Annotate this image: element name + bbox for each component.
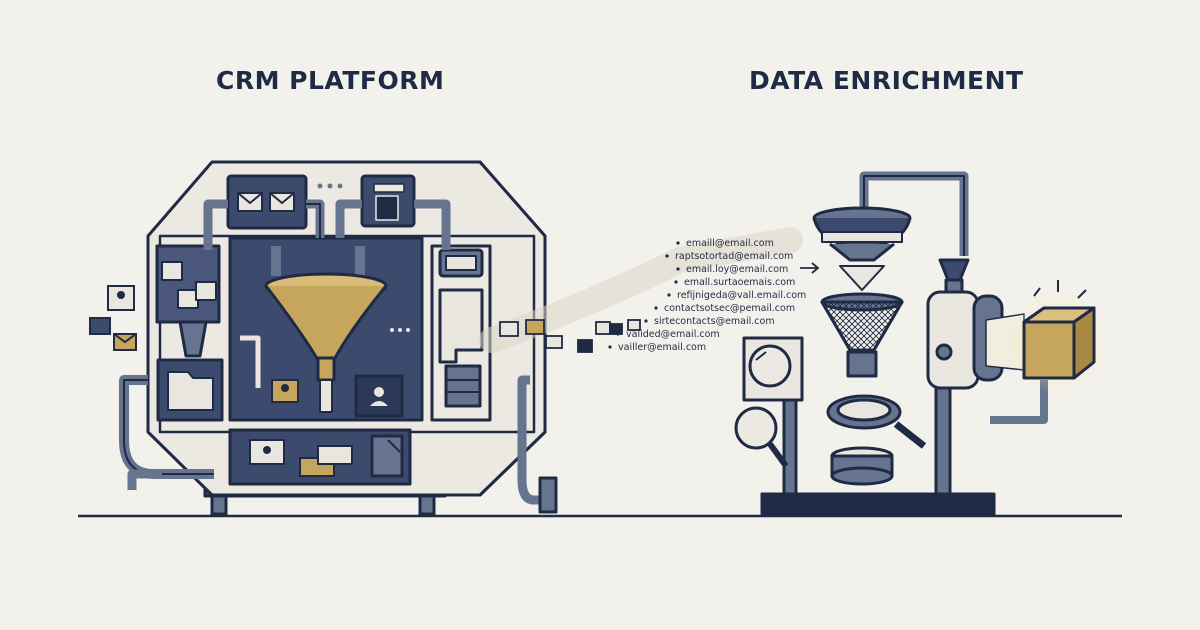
magnifier-icon — [748, 344, 792, 388]
data-enrichment-title: DATA ENRICHMENT — [749, 66, 1024, 95]
crm-machine — [119, 160, 558, 516]
email-address: raptsotortad@email.com — [675, 251, 793, 262]
email-bullet — [608, 345, 612, 349]
enrichment-base — [760, 492, 996, 516]
email-address: valided@email.com — [626, 329, 720, 340]
email-address: vailler@email.com — [618, 342, 706, 353]
crm-platform-title: CRM PLATFORM — [216, 66, 445, 95]
email-bullet — [674, 280, 678, 284]
email-address: email.loy@email.com — [686, 264, 788, 275]
enrichment-machine — [734, 171, 1110, 516]
data-stream — [479, 227, 803, 353]
email-list: emaill@email.com raptsotortad@email.com em… — [608, 238, 806, 353]
email-bullet — [665, 254, 669, 258]
email-bullet — [667, 293, 671, 297]
email-bullet — [676, 241, 680, 245]
email-address: emall.surtaoemais.com — [684, 277, 795, 288]
floating-user-icons — [89, 285, 137, 351]
arrow-icon — [800, 262, 820, 274]
email-address: sirtecontacts@email.com — [654, 316, 775, 327]
email-address: refijnigeda@vall.email.com — [677, 290, 806, 301]
email-address: emaill@email.com — [686, 238, 774, 249]
email-bullet — [676, 267, 680, 271]
email-address: contactsotsec@pemail.com — [664, 303, 795, 314]
email-bullet — [654, 306, 658, 310]
email-bullet — [616, 332, 620, 336]
document-icon — [375, 195, 399, 221]
email-bullet — [644, 319, 648, 323]
grinder-icon — [926, 290, 980, 390]
